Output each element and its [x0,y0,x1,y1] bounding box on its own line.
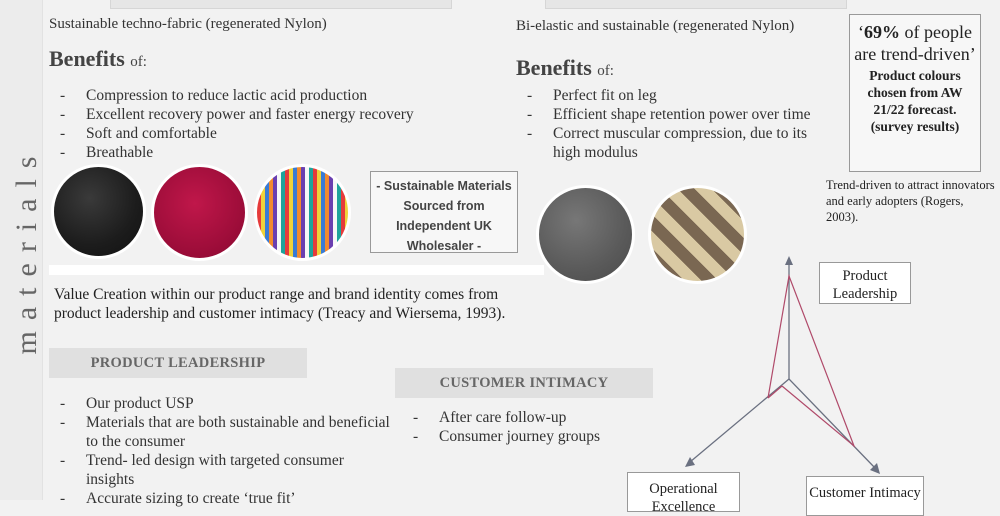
striped-fabric-swatch [648,185,747,284]
left-subheading: Sustainable techno-fabric (regenerated N… [49,16,327,32]
stat-headline-rest: of people are trend-driven’ [854,22,976,64]
trend-stat-box: ‘69% of people are trend-driven’ Product… [849,14,981,172]
sidebar: materials [0,0,43,500]
list-item: Breathable [60,143,460,162]
customer-intimacy-label: CUSTOMER INTIMACY [395,368,653,398]
list-item: Excellent recovery power and faster ener… [60,105,460,124]
sidebar-title: materials [10,145,43,355]
stat-detail: Product colours chosen from AW 21/22 for… [867,68,963,134]
list-item: Perfect fit on leg [527,86,827,105]
value-profile-close [767,385,783,399]
list-item: Materials that are both sustainable and … [60,413,390,451]
crimson-fabric-swatch [151,164,248,261]
benefits-suffix: of: [130,54,147,70]
list-item: Correct muscular compression, due to its… [527,124,827,162]
stat-percent: 69% [864,22,900,42]
left-benefits-title: Benefits of: [49,46,147,72]
axis-right [788,378,877,470]
quote-open: ‘ [858,22,864,42]
product-leadership-label: PRODUCT LEADERSHIP [49,348,307,378]
list-item: Our product USP [60,394,390,413]
benefits-suffix: of: [597,63,614,79]
list-item: Soft and comfortable [60,124,460,143]
value-creation-text: Value Creation within our product range … [54,286,506,322]
top-bar-left [110,0,452,9]
axis-left [689,378,790,463]
node-customer-intimacy: Customer Intimacy [806,476,924,516]
list-item: After care follow-up [413,408,673,427]
arrow-left [685,457,695,467]
grey-fabric-swatch [536,185,635,284]
product-leadership-list: Our product USP Materials that are both … [60,394,390,508]
arrow-right [870,463,880,474]
list-item: Trend- led design with targeted consumer… [60,451,390,489]
node-operational-excellence: Operational Excellence [627,472,740,515]
customer-intimacy-list: After care follow-up Consumer journey gr… [413,408,673,446]
list-item: Efficient shape retention power over tim… [527,105,827,124]
multicolour-print-swatch [254,164,351,261]
left-benefits-list: Compression to reduce lactic acid produc… [60,86,460,162]
list-item: Compression to reduce lactic acid produc… [60,86,460,105]
node-product-leadership: Product Leadership [819,262,911,304]
trend-note: Trend-driven to attract innovators and e… [826,178,995,224]
list-item: Consumer journey groups [413,427,673,446]
right-benefits-title: Benefits of: [516,55,614,81]
black-fabric-swatch [51,164,146,259]
right-benefits-list: Perfect fit on leg Efficient shape reten… [527,86,827,162]
list-item: Accurate sizing to create ‘true fit’ [60,489,390,508]
sourcing-callout: - Sustainable Materials Sourced from Ind… [370,171,518,253]
arrow-up [785,256,793,265]
benefits-word: Benefits [49,46,125,71]
section-divider [49,265,544,275]
benefits-word: Benefits [516,55,592,80]
right-subheading: Bi-elastic and sustainable (regenerated … [516,18,795,34]
stat-headline: ‘69% of people are trend-driven’ [850,21,980,65]
top-bar-right [545,0,847,9]
